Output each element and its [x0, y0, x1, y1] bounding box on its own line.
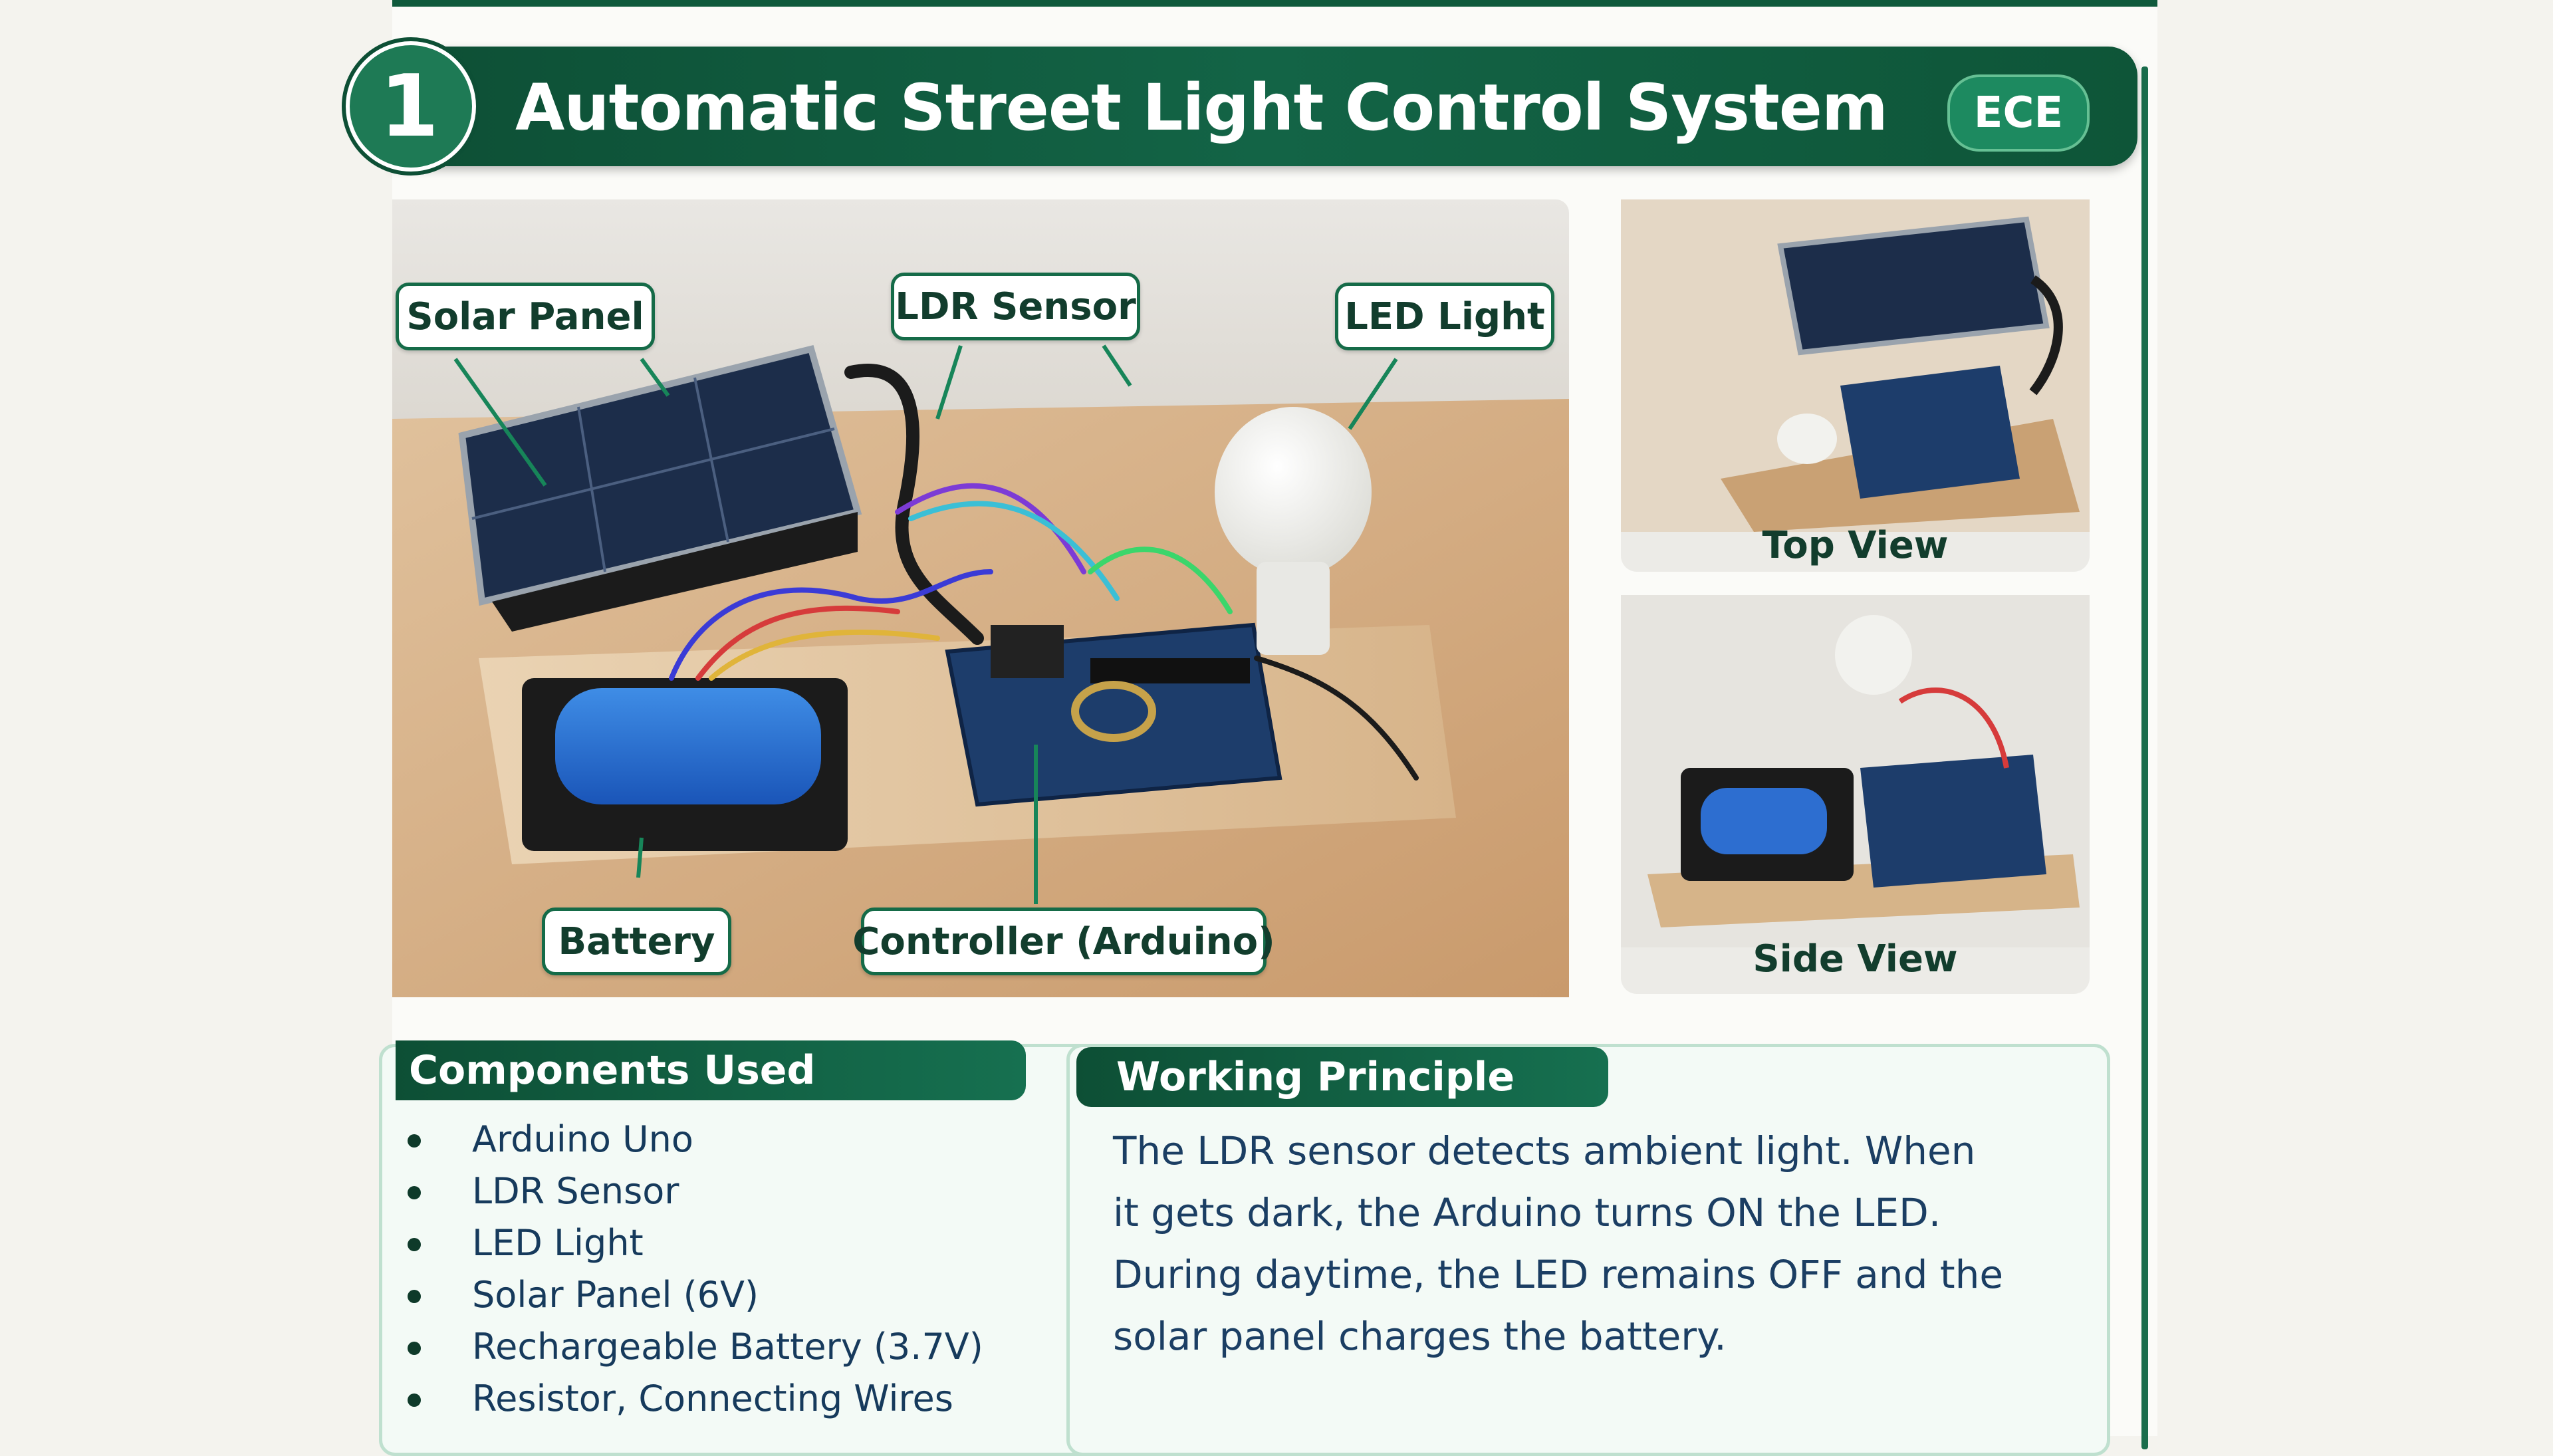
principle-panel: Working Principle The LDR sensor detects… — [1066, 1044, 2110, 1456]
callout-battery: Battery — [542, 908, 731, 975]
list-item: LED Light — [396, 1217, 983, 1269]
callout-solar-panel: Solar Panel — [396, 283, 655, 350]
bullet-icon — [408, 1342, 421, 1355]
project-number-badge: 1 — [346, 41, 476, 172]
bullet-icon — [408, 1134, 421, 1148]
top-view-illustration — [1621, 199, 2090, 532]
project-title: Automatic Street Light Control System — [515, 70, 1888, 145]
bullet-icon — [408, 1238, 421, 1251]
callout-ldr-sensor: LDR Sensor — [891, 273, 1140, 340]
list-item: Rechargeable Battery (3.7V) — [396, 1321, 983, 1373]
main-prototype-photo: Solar Panel LDR Sensor LED Light Battery… — [392, 199, 1569, 997]
list-item: Solar Panel (6V) — [396, 1269, 983, 1321]
top-view-label: Top View — [1762, 524, 1949, 567]
bullet-icon — [408, 1290, 421, 1303]
bullet-icon — [408, 1394, 421, 1407]
callout-led-light: LED Light — [1335, 283, 1554, 350]
side-view-thumbnail: Side View — [1621, 595, 2090, 994]
sheet-border-line — [2141, 66, 2148, 1449]
principle-heading: Working Principle — [1076, 1047, 1608, 1107]
components-heading: Components Used — [396, 1040, 1026, 1100]
side-view-illustration — [1621, 595, 2090, 947]
side-view-label: Side View — [1753, 937, 1958, 981]
led-bulb-shape — [1215, 407, 1372, 577]
title-banner: 1 Automatic Street Light Control System … — [346, 41, 2137, 172]
project-sheet: 1 Automatic Street Light Control System … — [346, 0, 2157, 1456]
department-badge: ECE — [1947, 74, 2090, 152]
bullet-icon — [408, 1186, 421, 1199]
list-item: Resistor, Connecting Wires — [396, 1373, 983, 1425]
list-item: Arduino Uno — [396, 1114, 983, 1165]
prototype-illustration — [392, 344, 1569, 997]
list-item: LDR Sensor — [396, 1165, 983, 1217]
principle-text: The LDR sensor detects ambient light. Wh… — [1113, 1128, 2004, 1359]
battery-cell-shape — [555, 688, 821, 804]
callout-controller: Controller (Arduino) — [852, 908, 1275, 975]
components-list: Arduino Uno LDR Sensor LED Light Solar P… — [396, 1114, 983, 1425]
top-view-thumbnail: Top View — [1621, 199, 2090, 572]
